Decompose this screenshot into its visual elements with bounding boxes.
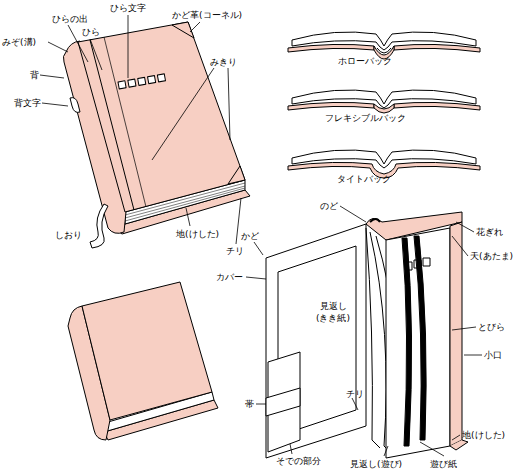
part-label: みぞ(溝) (2, 36, 36, 48)
part-label: かど (241, 230, 259, 242)
part-label: とびら (478, 321, 505, 333)
leader-lines (40, 15, 482, 456)
part-label: 背文字 (14, 97, 41, 109)
part-label: 見返し(遊び) (350, 458, 402, 470)
part-label: 地(けした) (462, 429, 505, 441)
part-label: ひら文字 (110, 2, 146, 14)
tight-back (288, 150, 480, 178)
part-label: かど革(コーネル) (172, 9, 242, 21)
open-book (266, 212, 468, 458)
part-label: タイトバック (337, 173, 391, 185)
part-label: チリ (346, 388, 364, 400)
part-label: フレキシブルバック (325, 112, 406, 124)
part-label: しおり (55, 229, 82, 241)
part-label: 遊び紙 (430, 458, 457, 470)
part-label: 地(けした) (176, 228, 219, 240)
part-label: ホローバック (338, 55, 392, 67)
hollow-back (288, 32, 480, 59)
part-label: ひらの出 (52, 13, 88, 25)
closed-book-small (68, 282, 218, 440)
part-label: カバー (216, 271, 243, 283)
part-label: そでの部分 (276, 455, 321, 467)
part-label: 小口 (484, 349, 502, 361)
part-label: 背 (30, 69, 39, 81)
part-label: チリ (226, 245, 244, 257)
part-label: みきり (210, 56, 237, 68)
part-label: ひら (82, 26, 100, 38)
part-label: のど (320, 200, 338, 212)
part-label: 花ぎれ (476, 226, 503, 238)
closed-book (63, 22, 250, 248)
part-label: 天(あたま) (470, 250, 513, 262)
flexible-back (288, 90, 480, 113)
part-label: 帯 (245, 398, 254, 410)
part-label: 見返し (きき紙) (312, 300, 354, 324)
